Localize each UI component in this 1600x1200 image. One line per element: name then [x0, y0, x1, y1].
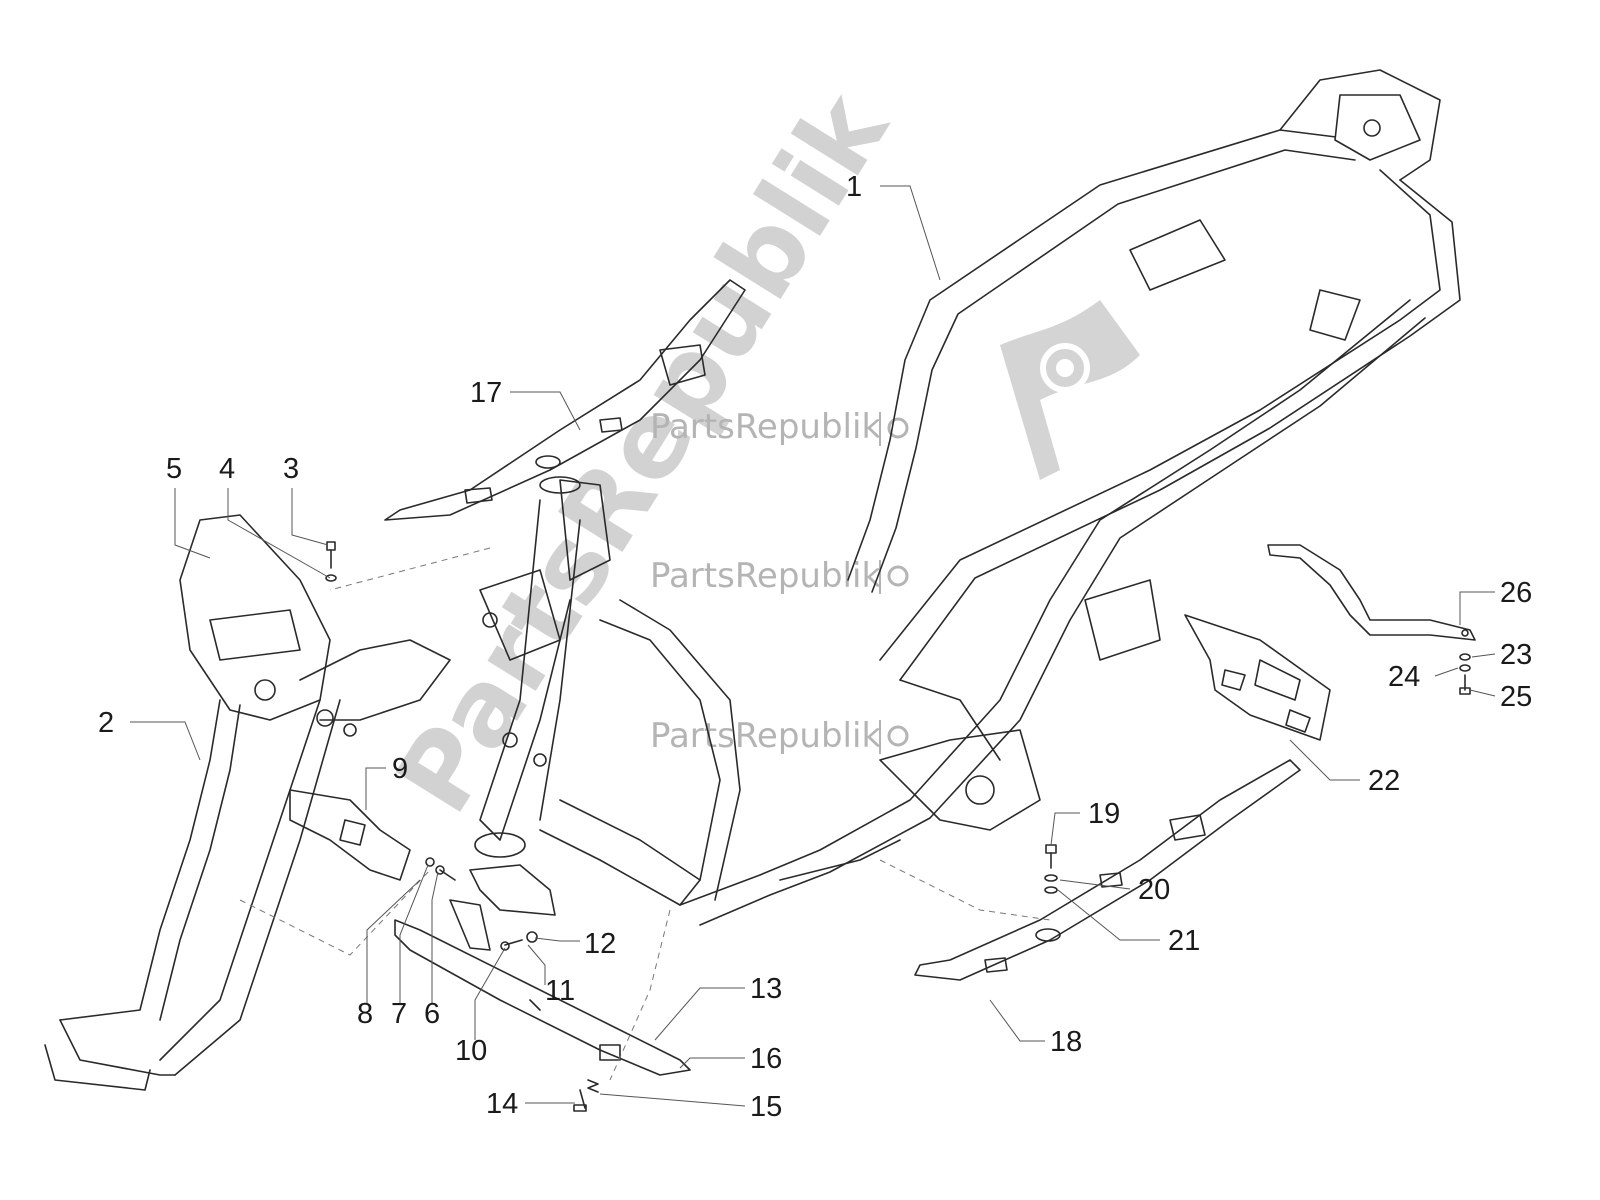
callout-8: 8 [357, 998, 373, 1030]
spring-part-15[interactable] [587, 1079, 599, 1093]
watermark-gear-icon-3 [879, 720, 909, 754]
callout-1: 1 [846, 171, 862, 203]
bolt-part-14[interactable] [573, 1089, 587, 1112]
washer-part-23[interactable] [1459, 653, 1471, 661]
callout-10: 10 [455, 1035, 487, 1067]
rear-bracket-part-26[interactable] [1267, 544, 1476, 641]
callout-14: 14 [486, 1088, 518, 1120]
footrest-bracket-part-18[interactable] [914, 759, 1301, 981]
washer-part-24[interactable] [1459, 664, 1471, 672]
callout-12: 12 [584, 928, 616, 960]
washer-part-12[interactable] [526, 931, 538, 943]
callout-21: 21 [1168, 925, 1200, 957]
watermark-text-1: PartsRepublik [650, 407, 881, 447]
bolt-part-25[interactable] [1459, 674, 1471, 695]
stand-foot-part-16[interactable] [599, 1044, 621, 1061]
callout-13: 13 [750, 973, 782, 1005]
callout-19: 19 [1088, 798, 1120, 830]
leader-lines [130, 185, 1496, 1107]
main-frame-part-1[interactable] [474, 69, 1461, 926]
protection-plate-part-22[interactable] [1184, 614, 1331, 741]
callout-23: 23 [1500, 639, 1532, 671]
bolt-part-10[interactable] [500, 939, 523, 951]
washer-part-21[interactable] [1044, 886, 1058, 894]
callout-5: 5 [166, 453, 182, 485]
bolt-part-3[interactable] [325, 541, 337, 582]
watermark-gear-icon-1 [879, 412, 909, 446]
washer-part-7[interactable] [425, 857, 435, 867]
callout-25: 25 [1500, 681, 1532, 713]
callout-11: 11 [545, 975, 575, 1007]
callout-2: 2 [98, 707, 114, 739]
watermark-text-3: PartsRepublik [650, 716, 881, 756]
footrest-bracket-part-17[interactable] [384, 279, 746, 521]
watermark-gear-icon-2 [879, 560, 909, 594]
callout-6: 6 [424, 998, 440, 1030]
watermark-flag-icon [1000, 300, 1140, 480]
callout-24: 24 [1388, 661, 1420, 693]
washer-part-20[interactable] [1044, 874, 1058, 882]
stand-bracket-part-13[interactable] [394, 864, 691, 1076]
bolt-part-6[interactable] [435, 865, 456, 881]
callout-4: 4 [219, 453, 235, 485]
callouts: 1 2 3 4 5 6 7 8 9 10 11 12 13 14 15 16 1… [98, 171, 1532, 1123]
callout-20: 20 [1138, 874, 1170, 906]
watermark-text-2: PartsRepublik [650, 556, 881, 596]
callout-16: 16 [750, 1043, 782, 1075]
callout-26: 26 [1500, 577, 1532, 609]
callout-3: 3 [283, 453, 299, 485]
callout-17: 17 [470, 377, 502, 409]
front-frame-part-2[interactable] [44, 514, 451, 1091]
alignment-lines [239, 547, 1051, 1081]
callout-15: 15 [750, 1091, 782, 1123]
callout-18: 18 [1050, 1026, 1082, 1058]
callout-22: 22 [1368, 765, 1400, 797]
callout-9: 9 [392, 753, 408, 785]
hardware [325, 541, 1471, 1112]
stand-bracket-part-9[interactable] [289, 789, 411, 881]
watermark: PartsRepublik PartsRepublik PartsRepubli… [373, 70, 1140, 833]
callout-7: 7 [391, 998, 407, 1030]
bolt-part-19[interactable] [1045, 844, 1057, 869]
